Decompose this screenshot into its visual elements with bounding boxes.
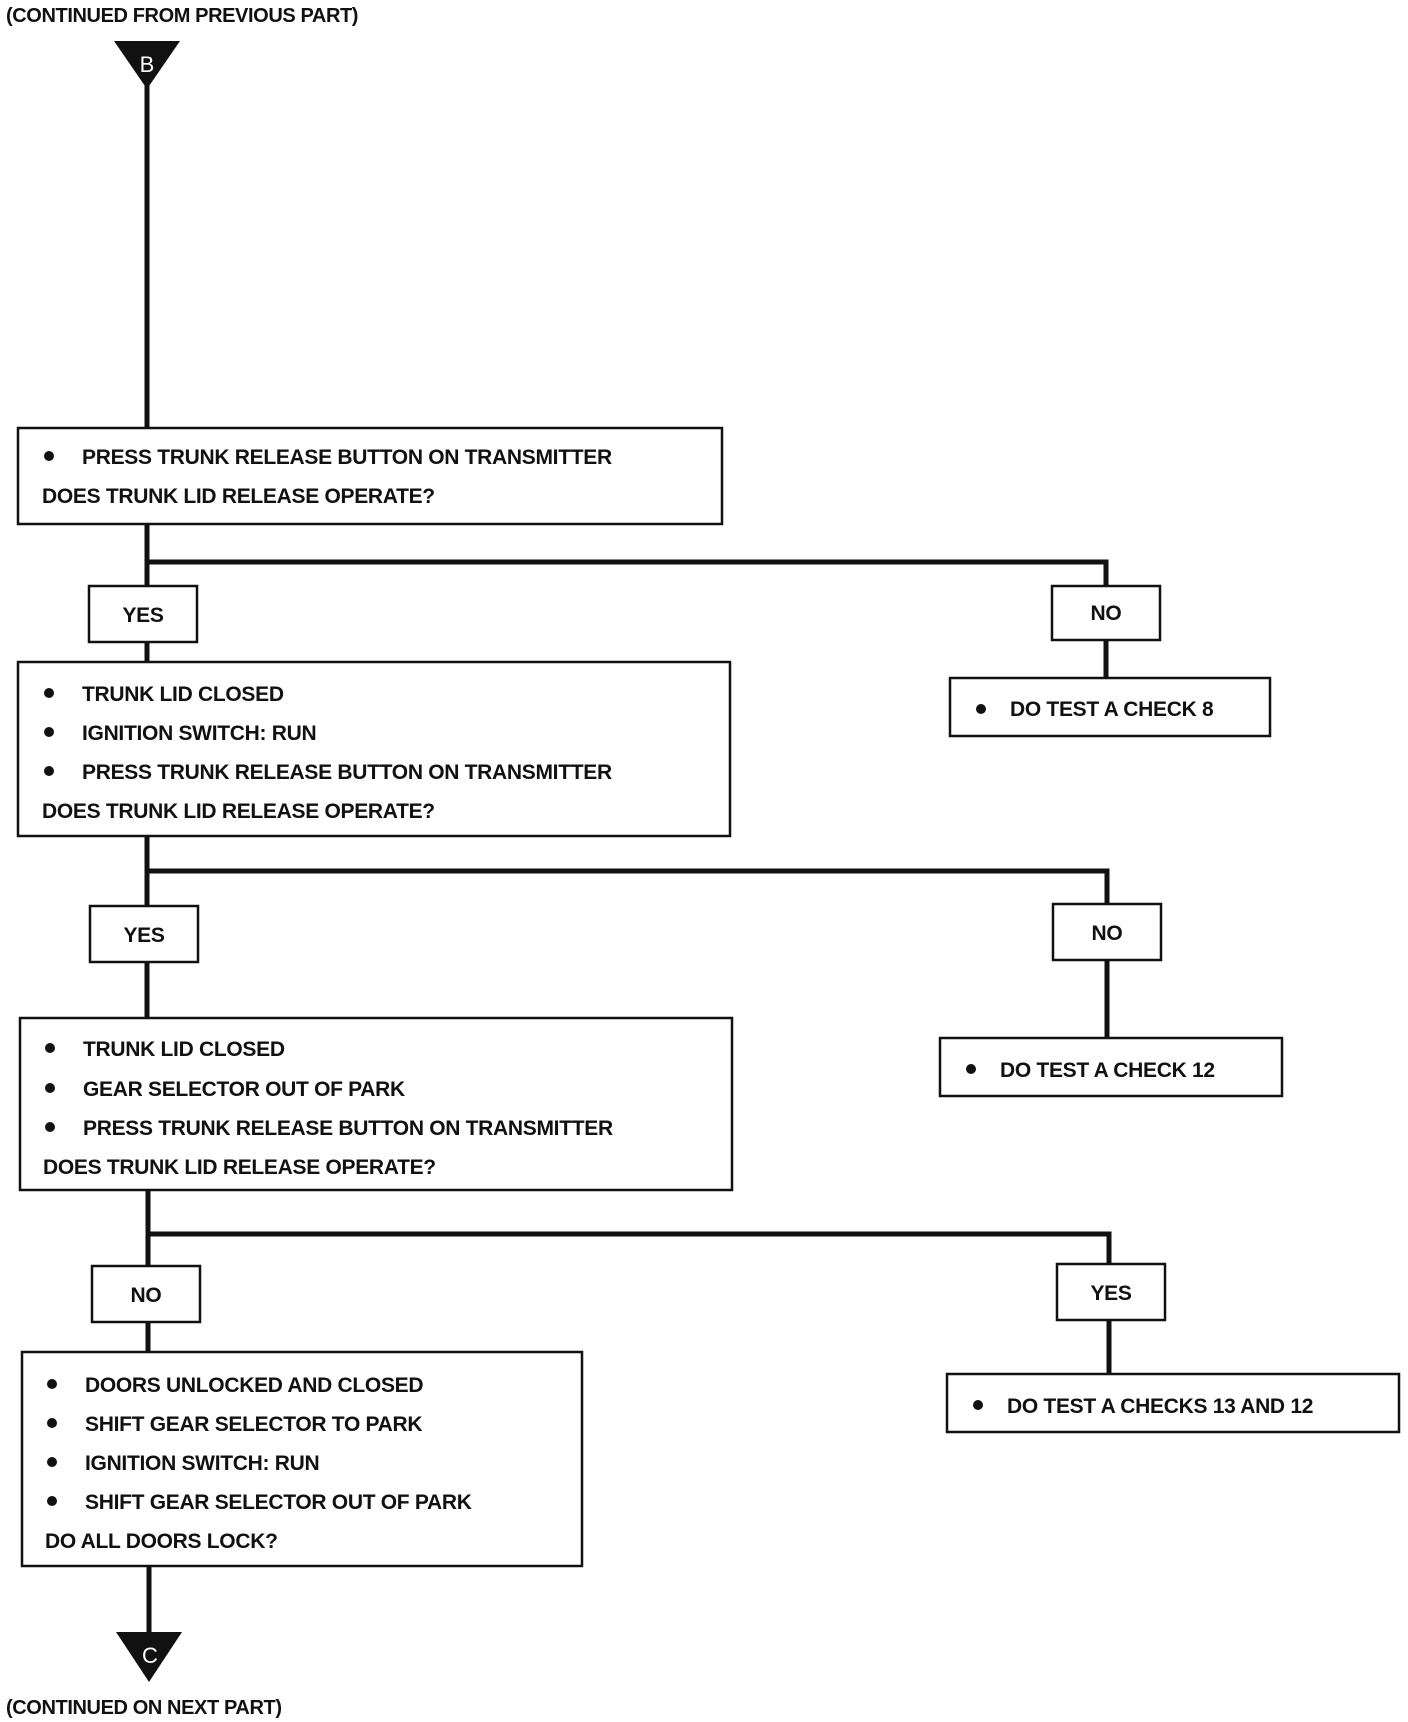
connector-b: B bbox=[114, 41, 180, 89]
step4-box: DOORS UNLOCKED AND CLOSED SHIFT GEAR SEL… bbox=[20, 1350, 584, 1568]
branch2-no-action-box: DO TEST A CHECK 12 bbox=[938, 1036, 1284, 1098]
connector-c: C bbox=[116, 1632, 182, 1682]
bullet-dot bbox=[47, 1379, 57, 1389]
branch2-no-action: DO TEST A CHECK 12 bbox=[1000, 1059, 1215, 1082]
step3-bullet-1: TRUNK LID CLOSED bbox=[83, 1038, 285, 1061]
continued-from-caption: (CONTINUED FROM PREVIOUS PART) bbox=[6, 5, 358, 27]
step2-bullet-2: IGNITION SWITCH: RUN bbox=[82, 722, 316, 745]
branch3-yes-box: YES bbox=[1055, 1262, 1167, 1322]
branch3-yes-label: YES bbox=[1090, 1282, 1131, 1305]
step3-bullet-3: PRESS TRUNK RELEASE BUTTON ON TRANSMITTE… bbox=[83, 1117, 613, 1140]
step4-bullet-1: DOORS UNLOCKED AND CLOSED bbox=[85, 1374, 423, 1397]
branch3-no-label: NO bbox=[131, 1284, 162, 1307]
branch3-no-box: NO bbox=[90, 1264, 202, 1324]
connector-c-label: C bbox=[142, 1643, 158, 1668]
branch1-no-action: DO TEST A CHECK 8 bbox=[1010, 698, 1214, 721]
bullet-dot bbox=[45, 1083, 55, 1093]
step4-bullet-3: IGNITION SWITCH: RUN bbox=[85, 1452, 319, 1475]
step3-bullet-2: GEAR SELECTOR OUT OF PARK bbox=[83, 1078, 405, 1101]
bullet-dot bbox=[44, 688, 54, 698]
step3-question: DOES TRUNK LID RELEASE OPERATE? bbox=[43, 1156, 436, 1179]
step2-box: TRUNK LID CLOSED IGNITION SWITCH: RUN PR… bbox=[16, 660, 732, 838]
step4-question: DO ALL DOORS LOCK? bbox=[45, 1530, 278, 1553]
branch-line-1 bbox=[147, 559, 1109, 586]
bullet-dot bbox=[47, 1418, 57, 1428]
connector-c-triangle bbox=[116, 1632, 182, 1682]
step4-bullet-4: SHIFT GEAR SELECTOR OUT OF PARK bbox=[85, 1491, 472, 1514]
branch2-yes-label: YES bbox=[123, 924, 164, 947]
bullet-dot bbox=[976, 704, 986, 714]
bullet-dot bbox=[44, 727, 54, 737]
bullet-dot bbox=[966, 1064, 976, 1074]
branch2-yes-box: YES bbox=[88, 904, 200, 964]
bullet-dot bbox=[47, 1496, 57, 1506]
branch2-no-box: NO bbox=[1051, 902, 1163, 962]
step1-bullet-1: PRESS TRUNK RELEASE BUTTON ON TRANSMITTE… bbox=[82, 446, 612, 469]
branch1-no-box: NO bbox=[1050, 584, 1162, 642]
branch1-yes-label: YES bbox=[122, 604, 163, 627]
branch-line-3 bbox=[148, 1231, 1112, 1264]
branch-line-2 bbox=[147, 868, 1110, 904]
bullet-dot bbox=[973, 1400, 983, 1410]
bullet-dot bbox=[45, 1043, 55, 1053]
step2-question: DOES TRUNK LID RELEASE OPERATE? bbox=[42, 800, 435, 823]
step3-box: TRUNK LID CLOSED GEAR SELECTOR OUT OF PA… bbox=[18, 1016, 734, 1192]
step1-box: PRESS TRUNK RELEASE BUTTON ON TRANSMITTE… bbox=[16, 426, 724, 526]
connector-lines bbox=[144, 72, 1112, 1636]
continued-on-caption: (CONTINUED ON NEXT PART) bbox=[6, 1697, 282, 1719]
bullet-dot bbox=[45, 1122, 55, 1132]
connector-b-triangle bbox=[114, 41, 180, 89]
branch3-yes-action: DO TEST A CHECKS 13 AND 12 bbox=[1007, 1395, 1313, 1418]
branch1-no-label: NO bbox=[1091, 602, 1122, 625]
step2-bullet-1: TRUNK LID CLOSED bbox=[82, 683, 284, 706]
branch3-yes-action-box: DO TEST A CHECKS 13 AND 12 bbox=[945, 1372, 1401, 1434]
branch2-no-label: NO bbox=[1092, 922, 1123, 945]
branch1-yes-box: YES bbox=[87, 584, 199, 644]
bullet-dot bbox=[47, 1457, 57, 1467]
connector-b-label: B bbox=[140, 52, 155, 77]
step2-bullet-3: PRESS TRUNK RELEASE BUTTON ON TRANSMITTE… bbox=[82, 761, 612, 784]
branch1-no-action-box: DO TEST A CHECK 8 bbox=[948, 676, 1272, 738]
bullet-dot bbox=[44, 766, 54, 776]
step4-bullet-2: SHIFT GEAR SELECTOR TO PARK bbox=[85, 1413, 422, 1436]
step1-question: DOES TRUNK LID RELEASE OPERATE? bbox=[42, 485, 435, 508]
bullet-dot bbox=[44, 451, 54, 461]
